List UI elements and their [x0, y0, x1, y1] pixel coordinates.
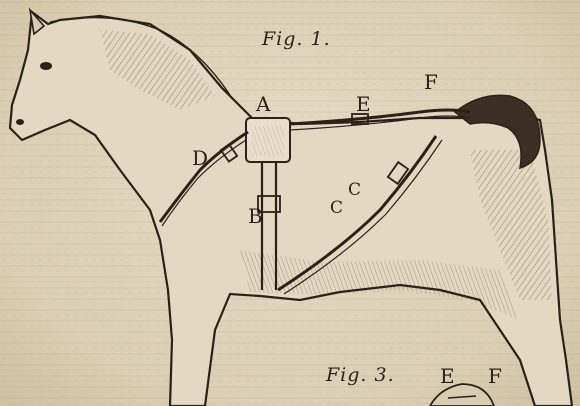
label-f: F	[424, 72, 438, 92]
figure-3-caption: Fig. 3.	[326, 366, 395, 385]
label-d: D	[192, 148, 208, 168]
label-e: E	[356, 94, 371, 114]
saddle-pad-shading	[252, 126, 284, 156]
label-b: B	[248, 206, 263, 226]
label-e-fig3: E	[440, 366, 455, 386]
figure-1-caption: Fig. 1.	[262, 30, 331, 49]
horse-nostril	[16, 119, 24, 125]
label-c-right: C	[348, 182, 361, 199]
label-f-fig3: F	[488, 366, 502, 386]
horse-eye	[40, 62, 52, 70]
label-c-left: C	[330, 200, 343, 217]
label-a: A	[256, 94, 270, 114]
